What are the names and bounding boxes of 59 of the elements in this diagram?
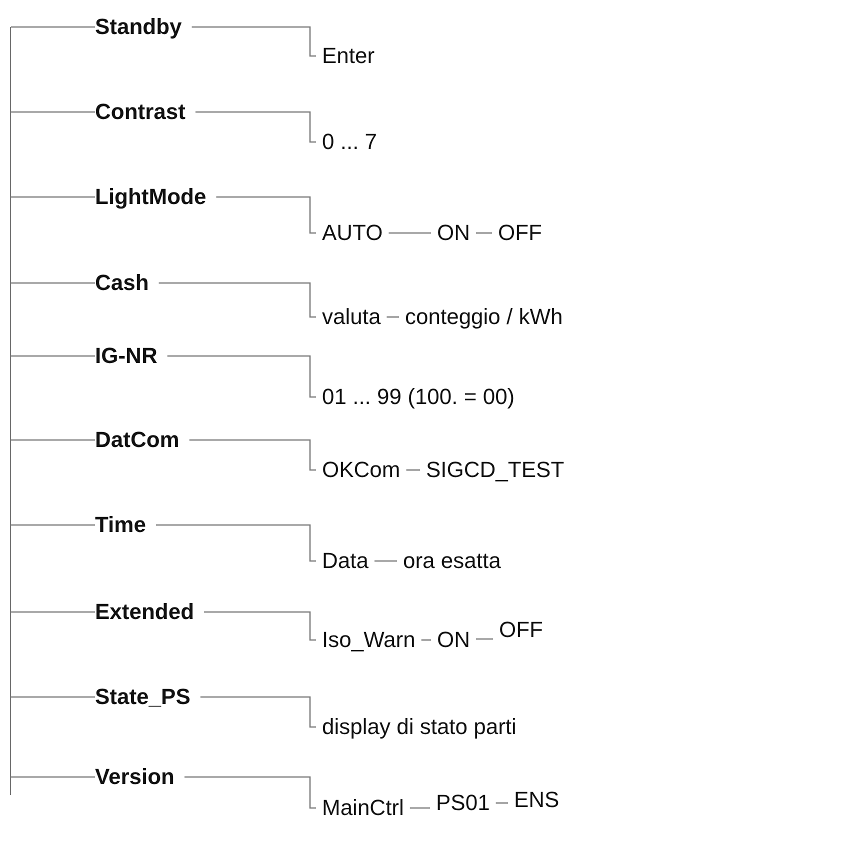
connector-line bbox=[11, 524, 95, 526]
connector-line bbox=[216, 196, 316, 234]
menu-option: OKCom bbox=[316, 457, 406, 483]
connector-line bbox=[184, 776, 316, 809]
connector-line bbox=[388, 232, 431, 234]
connector-line bbox=[386, 316, 399, 318]
connector-line bbox=[11, 776, 95, 778]
connector-line bbox=[421, 639, 431, 641]
menu-item: Cash bbox=[95, 270, 159, 296]
menu-item: LightMode bbox=[95, 184, 216, 210]
connector-line bbox=[406, 469, 420, 471]
menu-option: valuta bbox=[316, 304, 387, 330]
connector-line bbox=[200, 696, 316, 728]
connector-line bbox=[11, 111, 95, 113]
menu-item: Standby bbox=[95, 14, 192, 40]
menu-item: Version bbox=[95, 764, 184, 790]
connector-line bbox=[11, 696, 95, 698]
connector-line bbox=[11, 355, 95, 357]
menu-option: OFF bbox=[492, 220, 548, 246]
menu-option: 0 ... 7 bbox=[316, 129, 384, 155]
connector-line bbox=[11, 439, 95, 441]
menu-option: PS01 bbox=[430, 790, 496, 816]
connector-line bbox=[11, 196, 95, 198]
menu-option: conteggio / kWh bbox=[399, 304, 569, 330]
connector-line bbox=[11, 611, 95, 613]
menu-item: Contrast bbox=[95, 99, 196, 125]
menu-option: ON bbox=[431, 627, 476, 653]
connector-line bbox=[11, 26, 95, 28]
menu-option: Iso_Warn bbox=[316, 627, 422, 653]
connector-line bbox=[189, 439, 316, 471]
connector-line bbox=[204, 611, 316, 641]
menu-option: Enter bbox=[316, 43, 381, 69]
menu-option: ENS bbox=[508, 787, 566, 813]
menu-option: MainCtrl bbox=[316, 795, 410, 821]
menu-item: State_PS bbox=[95, 684, 200, 710]
menu-option: Data bbox=[316, 548, 374, 574]
connector-line bbox=[476, 638, 493, 640]
connector-line bbox=[192, 26, 316, 57]
menu-option: display di stato parti bbox=[316, 714, 522, 740]
menu-option: AUTO bbox=[316, 220, 389, 246]
menu-option: OFF bbox=[493, 617, 549, 643]
connector-line bbox=[476, 232, 492, 234]
connector-line bbox=[158, 282, 316, 318]
connector-line bbox=[195, 111, 316, 143]
connector-line bbox=[410, 807, 430, 809]
menu-item: Extended bbox=[95, 599, 204, 625]
menu-item: Time bbox=[95, 512, 156, 538]
connector-line bbox=[496, 802, 508, 804]
connector-line bbox=[11, 282, 95, 284]
connector-line bbox=[167, 355, 316, 398]
menu-item: DatCom bbox=[95, 427, 190, 453]
menu-option: 01 ... 99 (100. = 00) bbox=[316, 384, 521, 410]
menu-option: ora esatta bbox=[397, 548, 507, 574]
connector-line bbox=[156, 524, 316, 562]
menu-option: ON bbox=[431, 220, 476, 246]
menu-option: SIGCD_TEST bbox=[420, 457, 570, 483]
connector-line bbox=[374, 560, 397, 562]
menu-item: IG-NR bbox=[95, 343, 168, 369]
tree-trunk-line bbox=[10, 27, 11, 795]
